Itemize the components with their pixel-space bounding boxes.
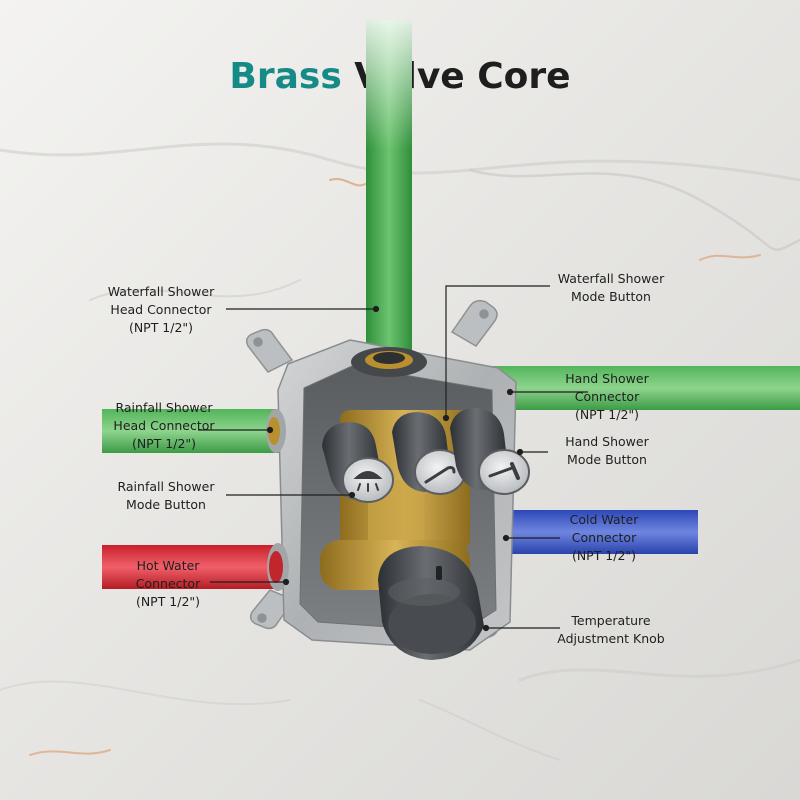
label-line: Connector	[574, 389, 640, 404]
label-line: Mode Button	[126, 497, 206, 512]
label-waterfall-head-connector: Waterfall Shower Head Connector (NPT 1/2…	[96, 283, 226, 337]
label-line: Hand Shower	[565, 434, 649, 449]
label-line: Mode Button	[567, 452, 647, 467]
title-accent: Brass	[229, 56, 354, 97]
waterfall-spout-icon	[424, 466, 456, 484]
cold-water-pipe	[498, 510, 698, 554]
marble-veins	[0, 142, 800, 761]
leader-lines	[198, 285, 588, 632]
label-line: (NPT 1/2")	[574, 407, 640, 422]
label-line: Waterfall Shower	[557, 271, 665, 286]
label-hot-water-connector: Hot Water Connector (NPT 1/2")	[120, 557, 216, 611]
label-cold-water-connector: Cold Water Connector (NPT 1/2")	[554, 511, 654, 565]
hand-shower-pipe	[490, 366, 800, 410]
label-waterfall-mode-button: Waterfall Shower Mode Button	[546, 270, 676, 306]
label-line: Cold Water	[569, 512, 639, 527]
label-line: Connector	[135, 576, 201, 591]
rainfall-shower-pipe	[102, 409, 292, 453]
label-line: (NPT 1/2")	[128, 320, 194, 335]
label-line: (NPT 1/2")	[131, 436, 197, 451]
label-temperature-knob: Temperature Adjustment Knob	[552, 612, 670, 648]
label-line: Mode Button	[571, 289, 651, 304]
temperature-knob[interactable]	[378, 546, 484, 660]
label-line: Waterfall Shower	[107, 284, 215, 299]
label-rainfall-head-connector: Rainfall Shower Head Connector (NPT 1/2"…	[104, 399, 224, 453]
hand-shower-icon	[488, 462, 520, 480]
title: Brass Valve Core	[229, 56, 570, 97]
label-line: Rainfall Shower	[117, 479, 215, 494]
rainfall-mode-button[interactable]	[322, 422, 394, 503]
label-line: Rainfall Shower	[115, 400, 213, 415]
label-line: Connector	[571, 530, 637, 545]
label-hand-shower-connector: Hand Shower Connector (NPT 1/2")	[552, 370, 662, 424]
label-line: Head Connector	[113, 418, 215, 433]
label-line: (NPT 1/2")	[571, 548, 637, 563]
rain-shower-icon	[353, 471, 383, 492]
label-line: Adjustment Knob	[557, 631, 665, 646]
label-line: Hand Shower	[565, 371, 649, 386]
label-line: Temperature	[571, 613, 651, 628]
label-hand-shower-mode-button: Hand Shower Mode Button	[552, 433, 662, 469]
label-line: Head Connector	[110, 302, 212, 317]
pipe-fade	[366, 20, 412, 150]
label-rainfall-mode-button: Rainfall Shower Mode Button	[104, 478, 228, 514]
label-line: Hot Water	[136, 558, 200, 573]
label-line: (NPT 1/2")	[135, 594, 201, 609]
